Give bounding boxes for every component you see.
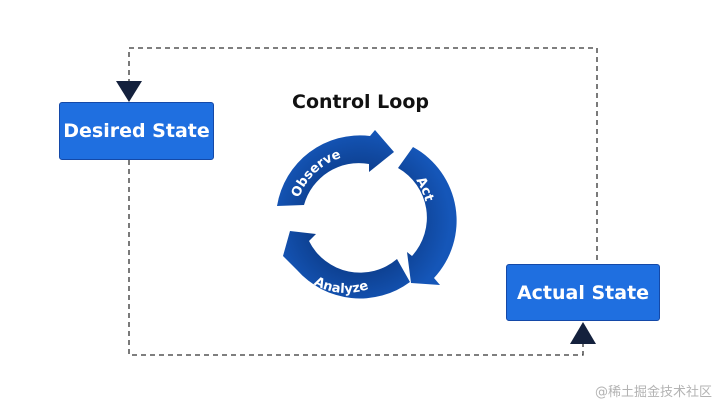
arc-act [398, 147, 457, 285]
feedforward-connector [128, 160, 584, 356]
cycle-icon: Observe Act Analyze [277, 130, 457, 299]
desired-state-node: Desired State [59, 102, 214, 160]
watermark-text: @稀土掘金技术社区 [594, 385, 712, 400]
desired-state-label: Desired State [63, 120, 210, 142]
arc-analyze [283, 231, 410, 299]
arc-observe [277, 130, 394, 206]
actual-state-node: Actual State [506, 264, 660, 321]
feedback-connector [128, 47, 598, 264]
actual-state-label: Actual State [516, 281, 650, 304]
arrowhead-up-icon [570, 322, 596, 344]
arrowhead-down-icon [116, 81, 142, 102]
control-loop-title: Control Loop [292, 91, 429, 113]
